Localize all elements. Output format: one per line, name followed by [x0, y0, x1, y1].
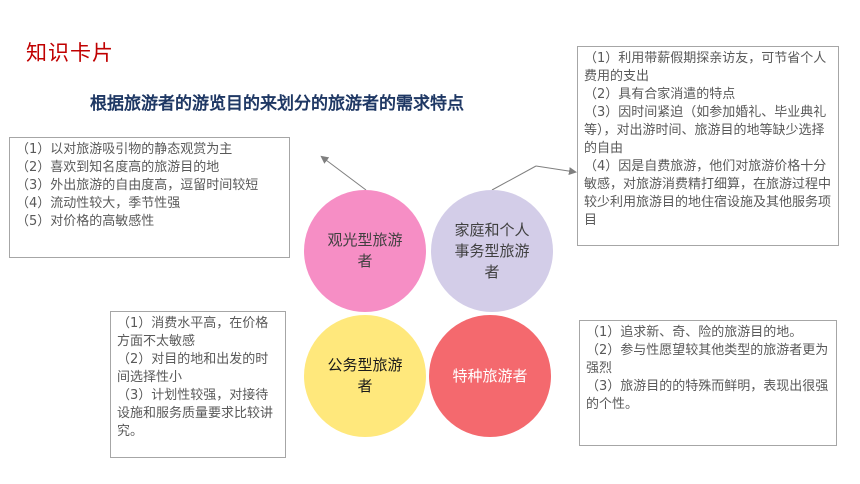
feature-line: （4）流动性较大，季节性强: [16, 196, 181, 211]
circle-label: 公务型旅游者: [327, 356, 403, 395]
feature-line: （3）外出旅游的自由度高，逗留时间较短: [16, 178, 259, 193]
feature-line: （1）追求新、奇、险的旅游目的地。: [586, 325, 803, 340]
page-title: 根据旅游者的游览目的来划分的旅游者的需求特点: [90, 94, 464, 114]
feature-line: （3）旅游目的的特殊而鲜明，表现出很强的个性。: [586, 379, 829, 412]
circle-label: 观光型旅游者: [327, 231, 403, 270]
special-interest-tourist-circle: 特种旅游者: [429, 315, 551, 437]
card-tag: 知识卡片: [26, 41, 114, 65]
feature-line: （1）利用带薪假期探亲访友，可节省个人费用的支出: [584, 51, 827, 84]
feature-line: （3）因时间紧迫（如参加婚礼、毕业典礼等），对出游时间、旅游目的地等缺少选择的自…: [584, 105, 827, 156]
feature-line: （1）消费水平高，在价格方面不太敏感: [117, 316, 269, 349]
sightseeing-tourist-circle: 观光型旅游者: [304, 190, 426, 312]
arrow-sightseeing: [320, 155, 367, 191]
feature-line: （2）参与性愿望较其他类型的旅游者更为强烈: [586, 343, 829, 376]
arrow-family-head: [535, 165, 577, 176]
circle-label: 特种旅游者: [452, 366, 528, 385]
special-features-box: （1）追求新、奇、险的旅游目的地。 （2）参与性愿望较其他类型的旅游者更为强烈 …: [579, 320, 837, 446]
arrow-family: [491, 165, 537, 191]
business-tourist-circle: 公务型旅游者: [304, 315, 426, 437]
business-features-box: （1）消费水平高，在价格方面不太敏感 （2）对目的地和出发的时间选择性小 （3）…: [110, 311, 286, 458]
feature-line: （2）喜欢到知名度高的旅游目的地: [16, 160, 220, 175]
sightseeing-features-box: （1）以对旅游吸引物的静态观赏为主 （2）喜欢到知名度高的旅游目的地 （3）外出…: [9, 137, 290, 258]
feature-line: （3）计划性较强，对接待设施和服务质量要求比较讲究。: [117, 388, 274, 439]
family-affairs-tourist-circle: 家庭和个人事务型旅游者: [431, 190, 553, 312]
feature-line: （2）对目的地和出发的时间选择性小: [117, 352, 269, 385]
circle-label: 家庭和个人事务型旅游者: [454, 220, 530, 281]
feature-line: （1）以对旅游吸引物的静态观赏为主: [16, 142, 233, 157]
feature-line: （2）具有合家消遣的特点: [584, 87, 736, 102]
family-features-box: （1）利用带薪假期探亲访友，可节省个人费用的支出 （2）具有合家消遣的特点 （3…: [577, 46, 839, 246]
feature-line: （4）因是自费旅游，他们对旅游价格十分敏感，对旅游消费精打细算，在旅游过程中较少…: [584, 159, 832, 228]
feature-line: （5）对价格的高敏感性: [16, 214, 155, 229]
